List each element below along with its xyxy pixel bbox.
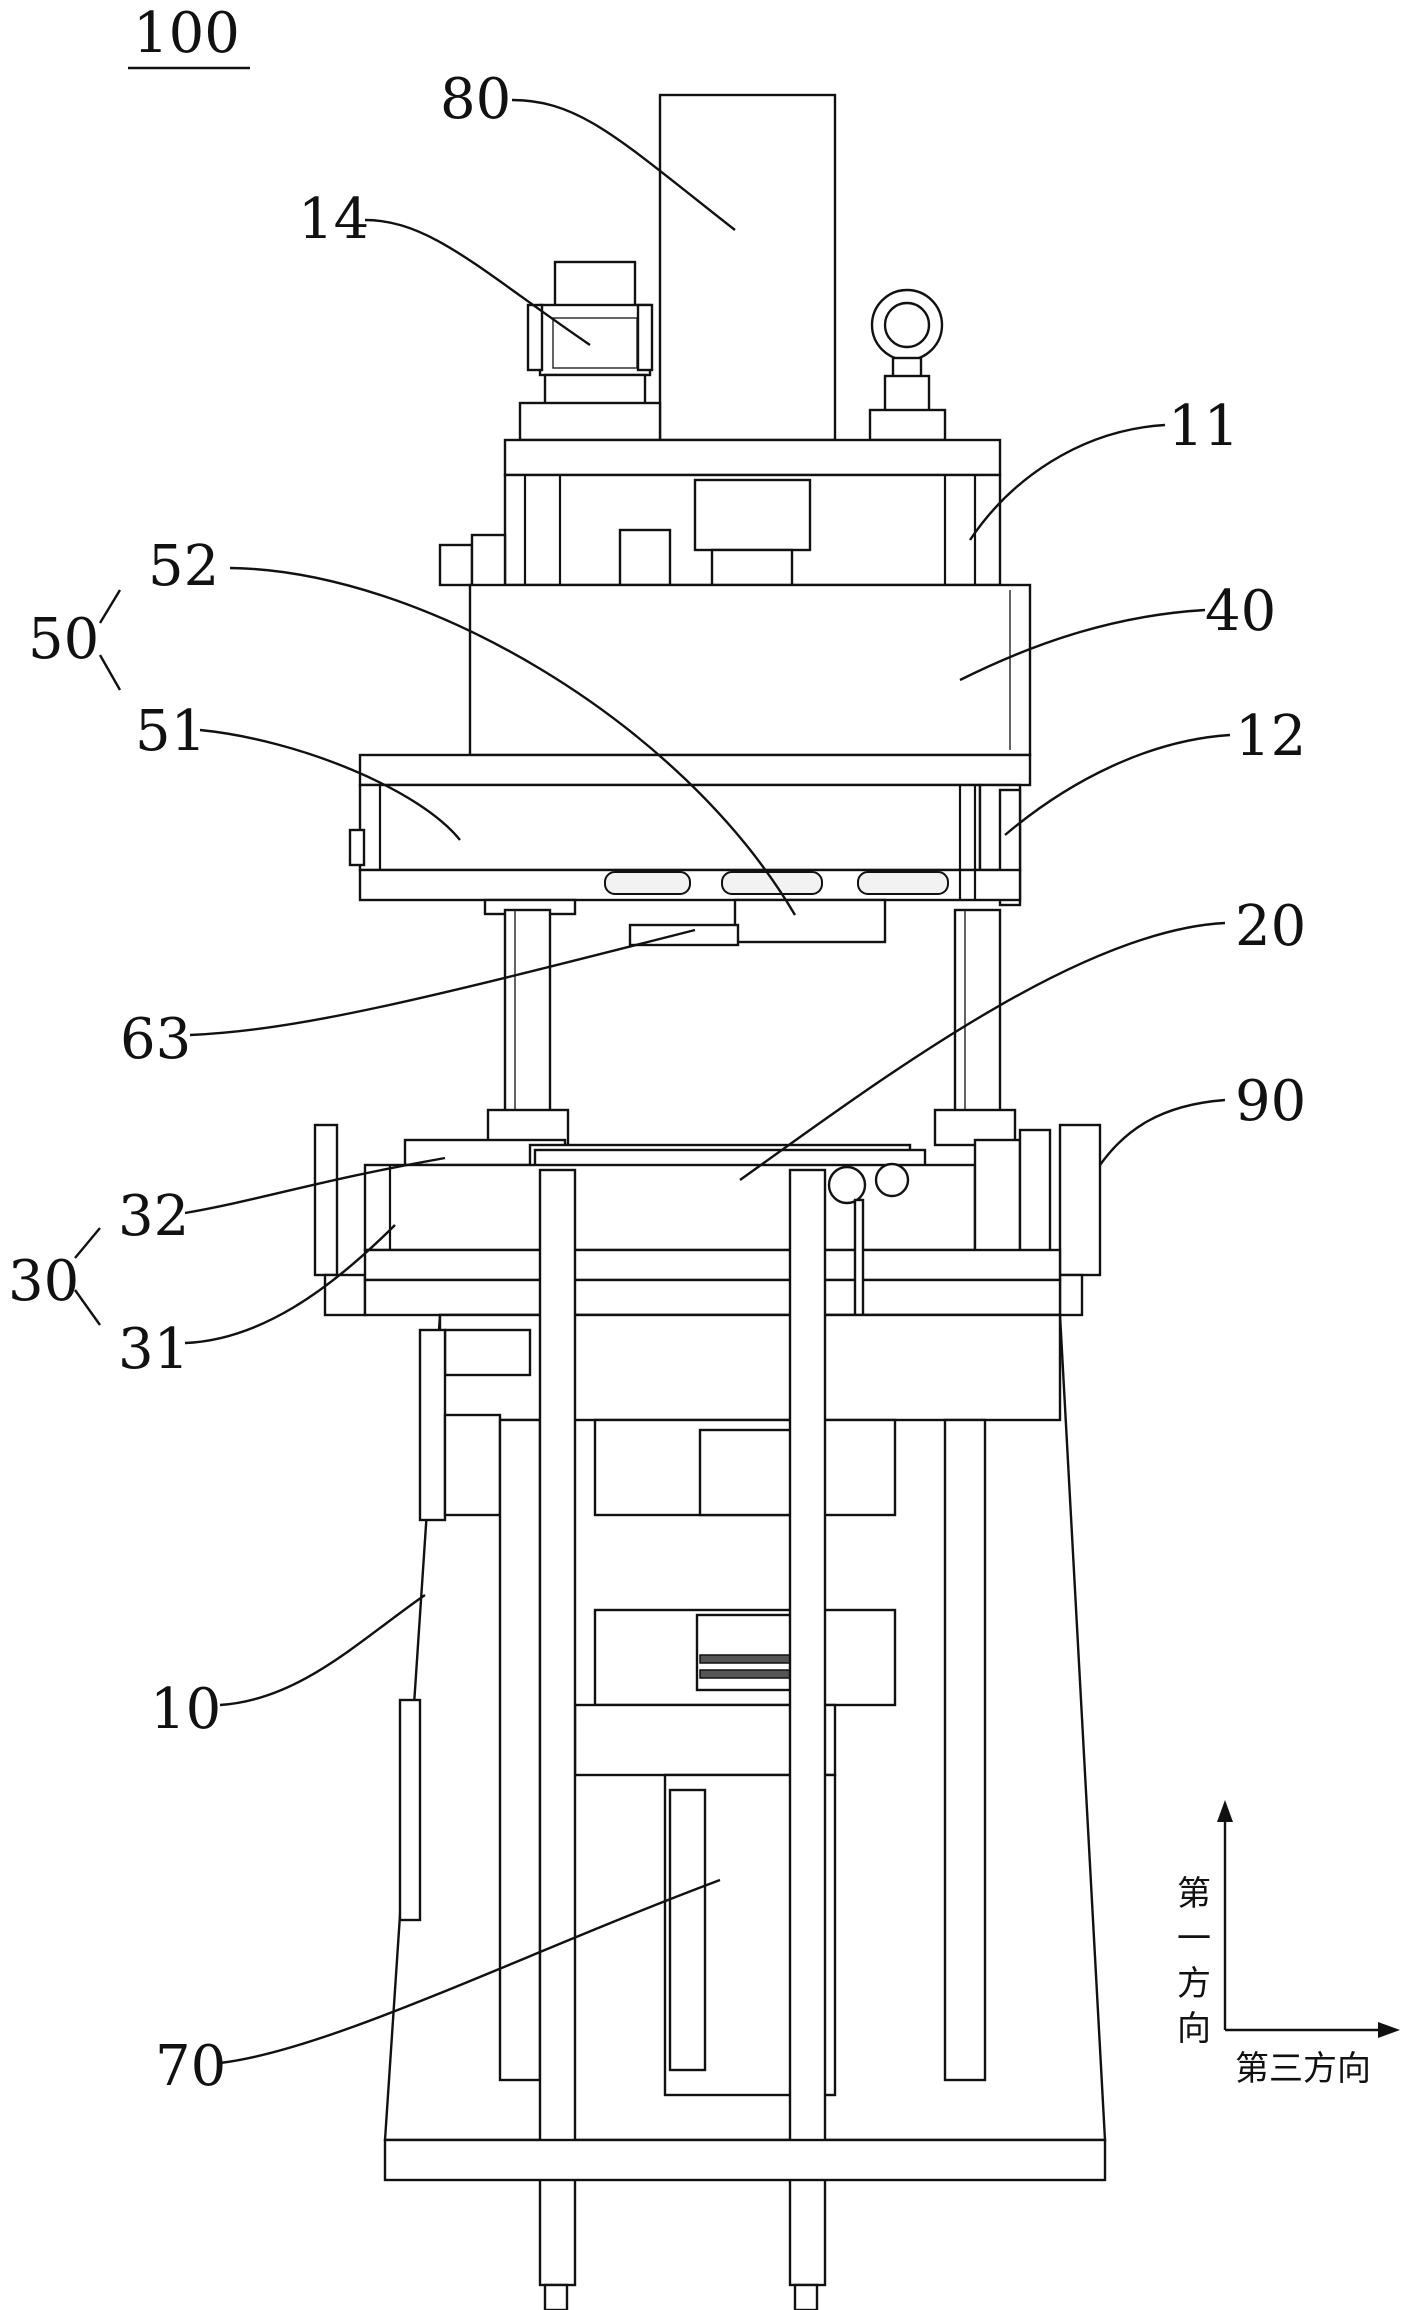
label-14: 14 <box>298 187 369 252</box>
direction-axes <box>1217 1800 1400 2038</box>
axis-first-char-3: 方 <box>1177 1964 1211 2004</box>
axis-first-char-1: 第 <box>1177 1874 1211 1914</box>
top-assembly <box>518 93 947 442</box>
axis-third-direction: 第三方向 <box>1235 2049 1371 2089</box>
label-80: 80 <box>440 67 511 132</box>
label-51: 51 <box>135 699 206 764</box>
axis-first-char-4: 向 <box>1177 2009 1211 2049</box>
reference-labels: 100 80 14 11 52 50 40 51 12 20 63 90 32 … <box>8 1 1371 2099</box>
label-63: 63 <box>120 1007 191 1072</box>
middle-table <box>313 1108 1102 1322</box>
label-50: 50 <box>28 607 99 672</box>
label-12: 12 <box>1235 704 1306 769</box>
label-20: 20 <box>1235 894 1306 959</box>
leader-lines <box>74 66 1231 2065</box>
label-100: 100 <box>133 1 240 66</box>
label-90: 90 <box>1235 1069 1306 1134</box>
label-11: 11 <box>1168 394 1239 459</box>
label-70: 70 <box>155 2034 226 2099</box>
lower-body-10 <box>383 1168 1107 2310</box>
label-10: 10 <box>150 1677 221 1742</box>
label-32: 32 <box>118 1184 189 1249</box>
upper-platen <box>348 753 1032 947</box>
label-30: 30 <box>8 1249 79 1314</box>
label-52: 52 <box>148 534 219 599</box>
label-40: 40 <box>1205 579 1276 644</box>
upper-frame-11 <box>438 438 1002 592</box>
guide-columns <box>503 908 1002 1132</box>
block-40 <box>468 583 1032 757</box>
axis-first-char-2: 一 <box>1177 1919 1211 1959</box>
label-31: 31 <box>118 1317 189 1382</box>
